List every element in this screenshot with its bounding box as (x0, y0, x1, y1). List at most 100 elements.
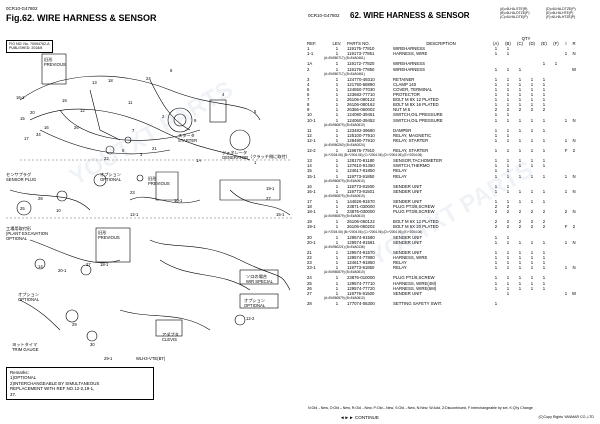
diagram-callout: 8 (122, 148, 125, 153)
qty-col-c: (C) (517, 41, 523, 47)
serial-note-row: (A=E#960260) (B=E#A0024) (306, 143, 578, 148)
qty-a-cell: 1 (494, 97, 498, 103)
qty-e-cell: 1 (542, 102, 546, 108)
qty-a-cell: 1 (494, 148, 498, 154)
lev-cell: 1 (335, 275, 339, 281)
i-cell: F (564, 224, 568, 230)
qty-c-cell: 1 (518, 92, 522, 98)
qty-b-cell: 1 (506, 112, 510, 118)
qty-a-cell: 1 (494, 86, 498, 92)
r-cell: N (572, 137, 576, 143)
legend-row: (C)=6LHA-DTE(P)(F)=6LHA-HTZE(P) (500, 15, 576, 20)
qty-a-cell: 1 (494, 81, 498, 87)
description-cell: WIREHARNESS (393, 66, 425, 72)
ref-cell: 6 (307, 92, 310, 98)
diagram-callout: 23 (130, 190, 135, 195)
description-header: DESCRIPTION (426, 41, 456, 47)
qty-col-b: (B) (505, 41, 511, 47)
diagram-callout: 22 (104, 156, 109, 161)
parts-list-panel: 0CR10-G47802 62. WIRE HARNESS & SENSOR (… (300, 0, 600, 424)
qty-b-cell: 2 (506, 224, 510, 230)
serial-note: (A=E#960879) (B=E#A0610) (324, 214, 365, 219)
diagram-callout: PREVIOUS (148, 181, 170, 186)
i-cell: 1 (564, 137, 568, 143)
diagram-callout: 12 (80, 108, 85, 113)
qty-d-cell: 1 (530, 260, 534, 266)
diagram-callout: 1A (196, 158, 202, 163)
diagram-callout: 27 (86, 262, 91, 267)
qty-c-cell: 2 (518, 224, 522, 230)
wire-harness-diagram (6, 53, 292, 342)
serial-note-row: (A=E#960879) (B=E#A0610) (306, 270, 578, 275)
diagram-callout: 11 (128, 100, 133, 105)
qty-a-cell: 1 (494, 275, 498, 281)
qty-a-cell: 1 (494, 102, 498, 108)
qty-e-cell: 1 (542, 127, 546, 133)
lev-cell: 1 (335, 224, 339, 230)
diagram-callout: 19-1 (266, 186, 275, 191)
serial-note: (A=*2004.06) (B=*2004.06) (C=*2004.06) (… (324, 153, 423, 158)
qty-b-cell: 1 (506, 290, 510, 296)
ref-cell: 23-1 (307, 265, 316, 271)
diagram-callout: 3 (140, 152, 143, 157)
parts-no-cell: 23871-030000 (347, 204, 375, 210)
qty-b-cell: 1 (506, 81, 510, 87)
lev-cell: 1 (335, 280, 339, 286)
description-cell: SWITCH,THERMO (393, 163, 430, 169)
diagram-callout: TRIM GAUGE (12, 347, 39, 352)
diagram-callout: SENSOR PLUG (6, 177, 37, 182)
lev-cell: 1 (335, 132, 339, 138)
qty-a-cell: 1 (494, 112, 498, 118)
parts-no-cell: 119773-91500 (347, 183, 375, 189)
qty-a-cell: 1 (494, 183, 498, 189)
description-cell: RELAY, STARTER (393, 148, 429, 154)
qty-a-cell: 1 (494, 249, 498, 255)
qty-b-cell: 1 (506, 137, 510, 143)
serial-note-row: (A=E#960717) (B=E#A0461) (306, 56, 578, 61)
ref-header: REF. (307, 41, 317, 47)
qty-e-cell: 1 (542, 86, 546, 92)
parts-no-cell: 144626-91570 (347, 199, 375, 204)
i-cell: 1 (564, 117, 568, 123)
parts-no-cell: 123682-77710 (347, 92, 375, 98)
lev-cell: 1 (335, 97, 339, 103)
copyright: (C)Copy Rights YANMAR CO.,LTD (538, 415, 594, 419)
parts-no-cell: 124770-49310 (347, 76, 375, 82)
qty-b-cell: 1 (506, 92, 510, 98)
diagram-callout: センサプラグ (6, 172, 32, 177)
serial-note: (A=*2004.06) (B=*2004.06) (C=*2004.06) (… (324, 229, 423, 234)
qty-a-cell: 1 (494, 188, 498, 194)
ref-cell: 12-2 (307, 148, 316, 154)
parts-no-cell: 119776-91500 (347, 290, 375, 296)
qty-c-cell: 1 (518, 163, 522, 169)
qty-c-cell: 1 (518, 188, 522, 194)
qty-c-cell: 1 (518, 239, 522, 245)
diagram-callout: 27 (266, 196, 271, 201)
ref-cell: 25 (307, 280, 312, 286)
parts-no-cell: 119773-91850 (347, 265, 375, 271)
qty-b-cell: 1 (506, 163, 510, 169)
qty-e-cell: 1 (542, 265, 546, 271)
qty-c-cell: 1 (518, 102, 522, 108)
r-cell (570, 301, 578, 306)
description-cell: SENDER UNIT (393, 290, 423, 296)
qty-d-cell: 1 (530, 188, 534, 194)
lev-cell: 1 (335, 107, 339, 113)
qty-e-cell: 1 (542, 280, 546, 286)
parts-no-cell: 119175-77810 (347, 46, 375, 52)
serial-note: (A=E#960879) (B=E#A0610) (324, 193, 365, 198)
qty-b-cell: 1 (506, 239, 510, 245)
serial-note-row: (A=E#960879) (B=E#A0610) (306, 179, 578, 184)
parts-no-cell: 26106-060122 (347, 219, 375, 225)
diagram-callout: OPTIONAL (18, 297, 40, 302)
lev-cell: 1 (335, 265, 339, 271)
diagram-callout: 工場用取付形 (6, 226, 32, 231)
description-cell: WIREHARNESS (393, 61, 425, 67)
